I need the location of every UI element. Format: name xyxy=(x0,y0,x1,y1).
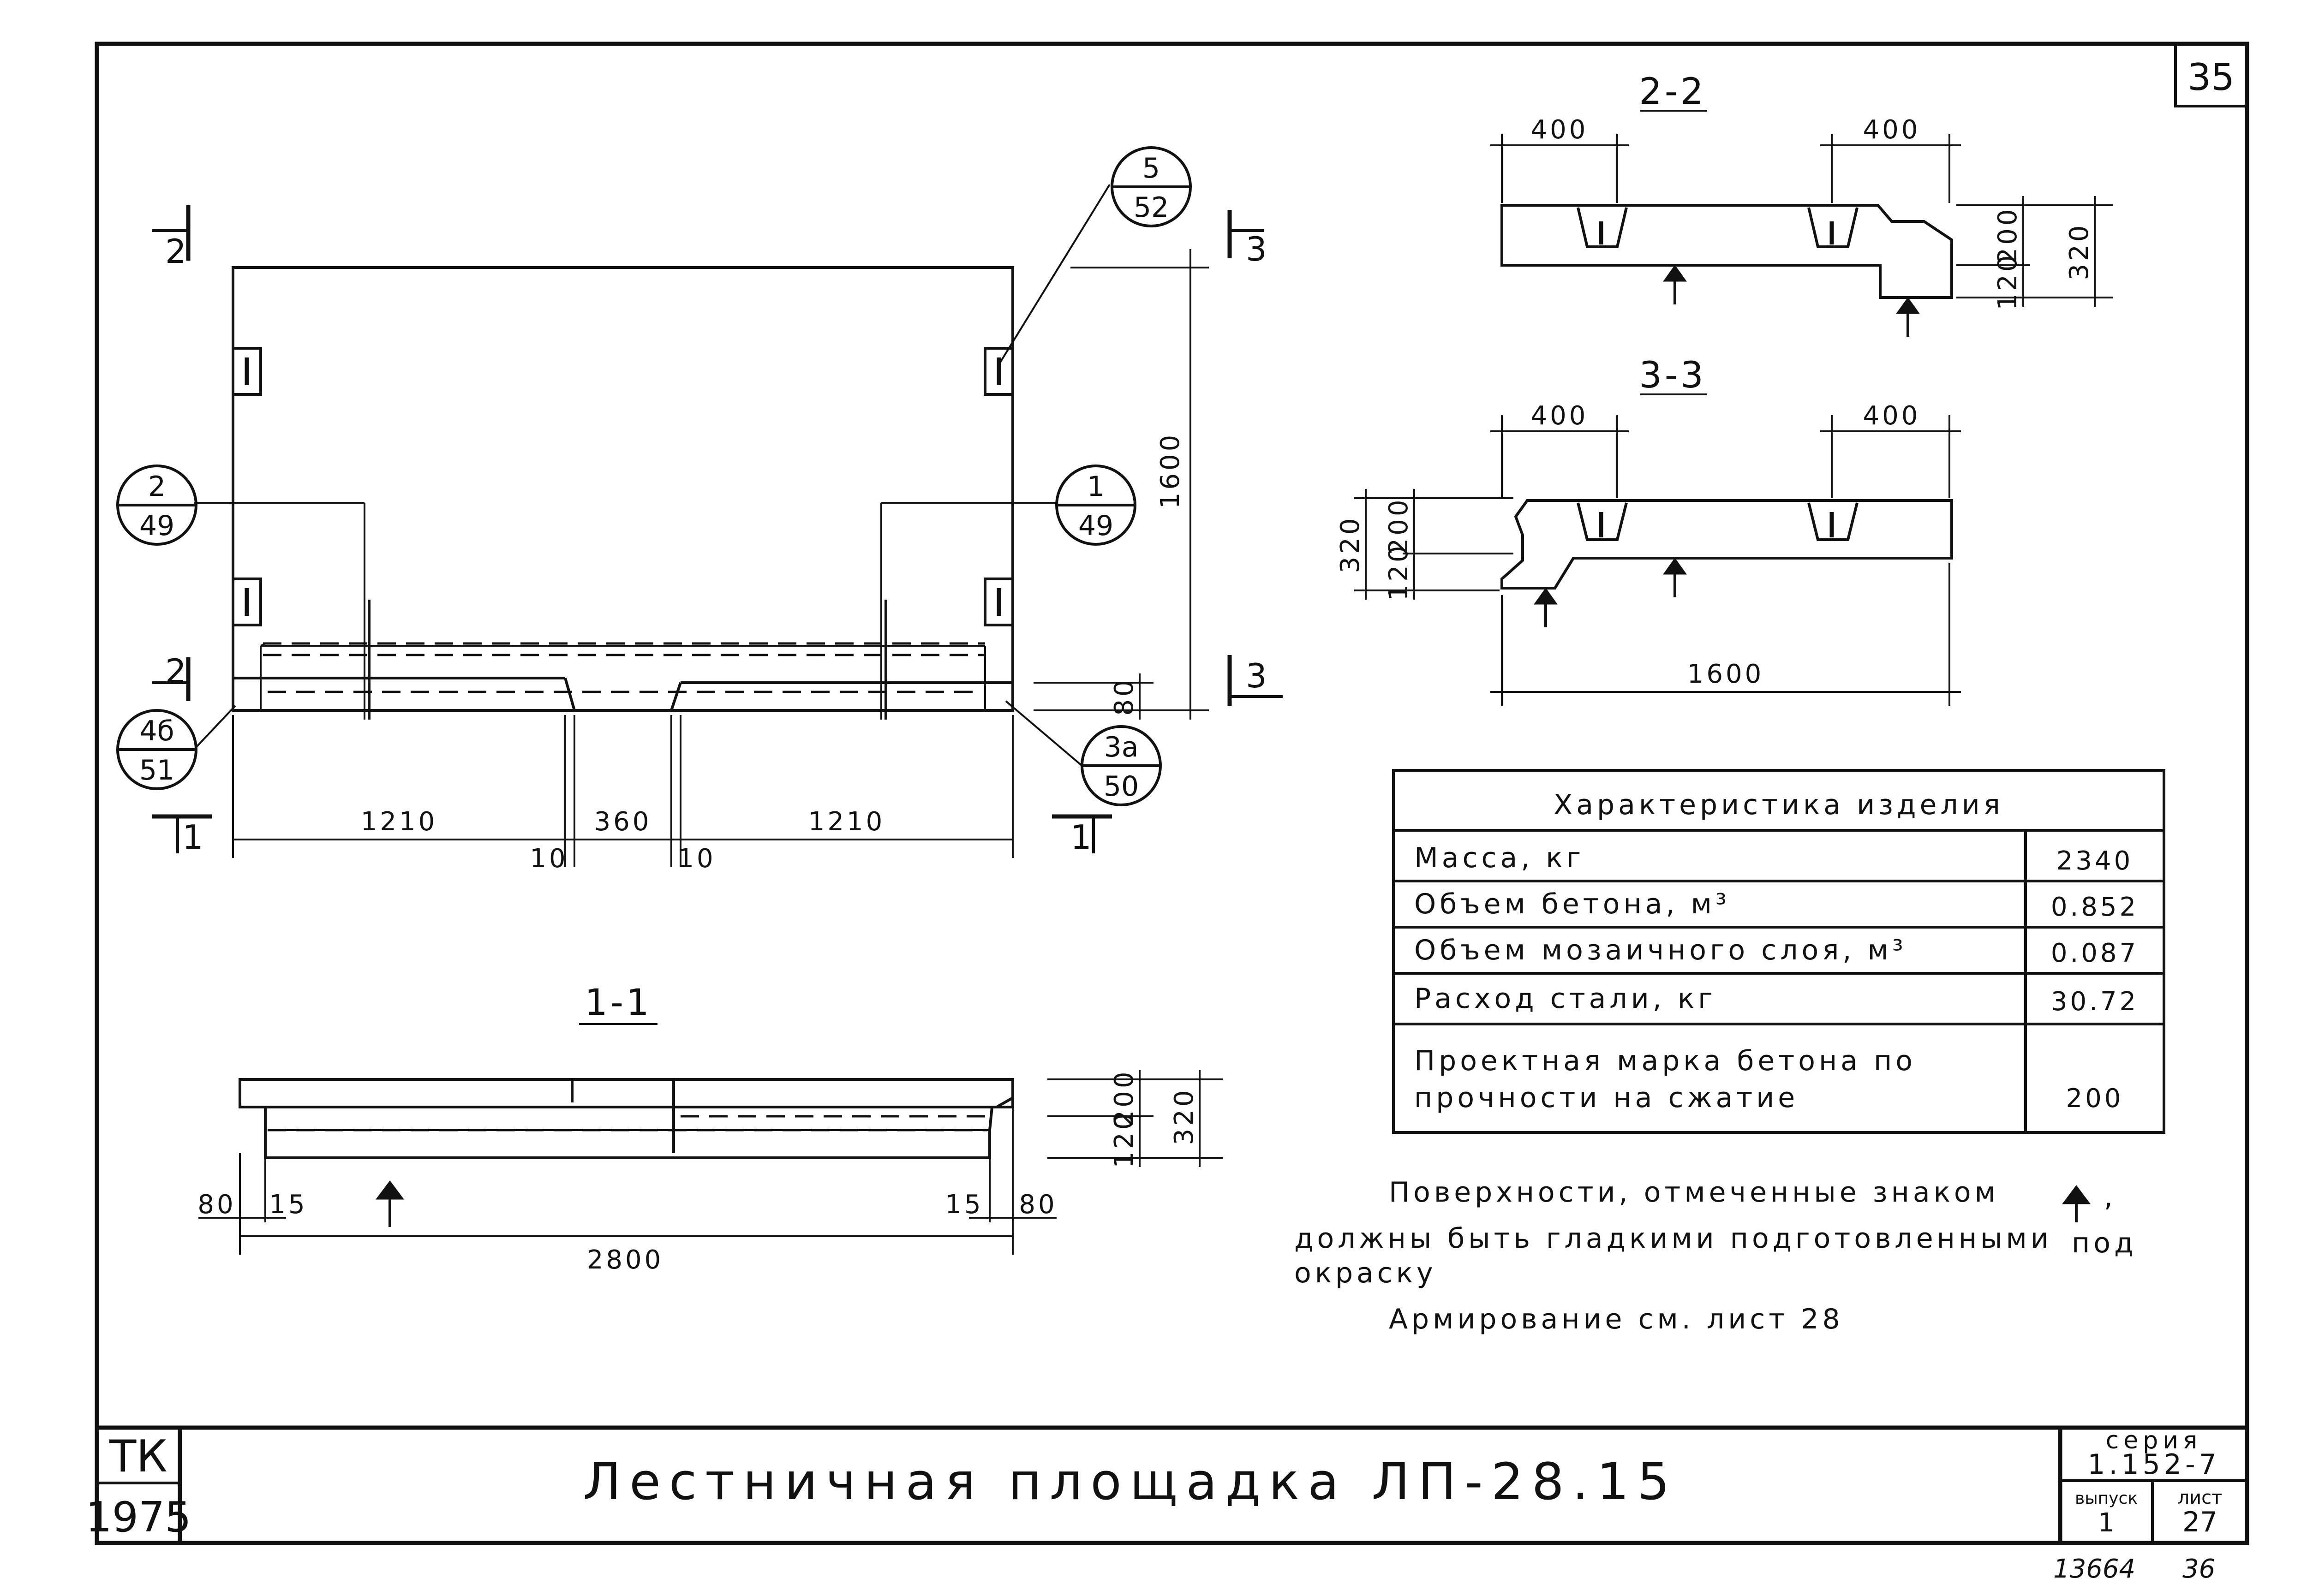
table-row-grade-value: 200 xyxy=(2066,1084,2124,1114)
footer-code: 13664 xyxy=(2053,1554,2135,1584)
s22-dim-120: 120 xyxy=(1993,253,2023,310)
s33-dim-320: 320 xyxy=(1335,516,1365,573)
s22-dim-400-left: 400 xyxy=(1531,115,1589,145)
s11-dim-80-right: 80 xyxy=(1019,1190,1057,1220)
section-mark-2-top: 2 xyxy=(165,232,186,271)
table-row-concrete-label: Объем бетона, м³ xyxy=(1414,888,1730,920)
section-mark-2-bottom: 2 xyxy=(165,652,186,691)
issue-value: 1 xyxy=(2098,1508,2115,1538)
title-block-year: 1975 xyxy=(85,1493,191,1542)
table-row-grade-label: Проектная марка бетона по xyxy=(1414,1045,1916,1077)
sheet-value: 27 xyxy=(2182,1506,2217,1538)
section-1-1-title: 1-1 xyxy=(585,982,651,1024)
plan-section-marks: 2 2 3 3 1 1 xyxy=(152,205,1283,857)
title-block-org: ТК xyxy=(109,1431,167,1482)
sheet-frame xyxy=(95,42,2249,1545)
section-1-1-drawing xyxy=(198,1023,1223,1255)
s11-dim-200: 200 xyxy=(1109,1069,1139,1127)
note-line-4: Армирование см. лист 28 xyxy=(1389,1303,1844,1335)
plan-dim-edge: 80 xyxy=(1109,677,1139,715)
s11-dim-15-left: 15 xyxy=(269,1190,307,1220)
s22-dim-400-right: 400 xyxy=(1863,115,1921,145)
callout-2-49: 2 49 xyxy=(116,465,197,546)
svg-text:49: 49 xyxy=(139,510,174,542)
sheet-label: лист xyxy=(2178,1487,2223,1508)
s33-dim-120: 120 xyxy=(1384,543,1414,601)
series-value: 1.152-7 xyxy=(2087,1448,2220,1481)
svg-text:1: 1 xyxy=(1087,470,1105,503)
notes: Поверхности, отмеченные знаком , должны … xyxy=(1294,1176,2137,1335)
svg-text:3а: 3а xyxy=(1104,731,1139,763)
s11-dim-120: 120 xyxy=(1109,1111,1139,1168)
s11-dim-15-right: 15 xyxy=(945,1190,983,1220)
callout-4b-51: 4б 51 xyxy=(116,709,197,790)
footer-page: 36 xyxy=(2182,1554,2215,1584)
callout-1-49: 1 49 xyxy=(1055,465,1136,546)
svg-text:52: 52 xyxy=(1134,191,1169,224)
section-2-2-drawing xyxy=(1490,110,2113,337)
section-mark-3-bottom: 3 xyxy=(1246,656,1267,695)
section-mark-1-left: 1 xyxy=(182,818,203,857)
plan-dim-gap-right: 10 xyxy=(677,844,716,874)
section-3-3-title: 3-3 xyxy=(1639,355,1706,396)
section-2-2-title: 2-2 xyxy=(1639,71,1706,113)
table-row-mosaic-value: 0.087 xyxy=(2051,938,2139,968)
svg-text:4б: 4б xyxy=(139,715,174,747)
plan-dim-left: 1210 xyxy=(361,807,438,837)
svg-text:49: 49 xyxy=(1078,510,1113,542)
characteristics-table xyxy=(1392,769,2165,1134)
series-label: серия xyxy=(2106,1427,2202,1454)
table-row-grade-label-2: прочности на сжатие xyxy=(1414,1082,1799,1114)
callout-3a-50: 3а 50 xyxy=(1081,725,1162,806)
note-line-3: окраску xyxy=(1294,1257,1437,1289)
s11-dim-2800: 2800 xyxy=(587,1245,664,1275)
note-line-1-tail: , xyxy=(2104,1181,2116,1213)
plan-dimensions xyxy=(232,249,1209,867)
plan-dim-right: 1210 xyxy=(808,807,885,837)
s33-dim-200: 200 xyxy=(1384,497,1414,555)
section-3-3-drawing xyxy=(1354,393,1961,706)
table-row-mass-label: Масса, кг xyxy=(1414,842,1584,874)
note-line-2-tail: под xyxy=(2072,1227,2137,1259)
s33-dim-400-right: 400 xyxy=(1863,401,1921,431)
note-line-1: Поверхности, отмеченные знаком xyxy=(1389,1176,1999,1209)
s11-dim-80-left: 80 xyxy=(197,1190,236,1220)
section-mark-1-right: 1 xyxy=(1070,818,1092,857)
drawing-title: Лестничная площадка ЛП-28.15 xyxy=(583,1452,1678,1511)
plan-dim-middle: 360 xyxy=(594,807,652,837)
table-row-concrete-value: 0.852 xyxy=(2051,892,2139,922)
sheet-corner-number: 35 xyxy=(2187,56,2235,99)
plan-dim-height: 1600 xyxy=(1155,432,1185,509)
note-line-2: должны быть гладкими подготовленными xyxy=(1294,1222,2052,1255)
svg-text:2: 2 xyxy=(148,470,166,503)
s22-dim-320: 320 xyxy=(2064,223,2094,280)
smooth-surface-marker-icon xyxy=(2062,1185,2091,1204)
s33-dim-1600: 1600 xyxy=(1687,659,1764,689)
callout-5-52: 5 52 xyxy=(1111,146,1192,227)
issue-label: выпуск xyxy=(2075,1489,2138,1508)
svg-text:51: 51 xyxy=(139,754,174,786)
s22-dim-200: 200 xyxy=(1993,207,2023,264)
plan-view xyxy=(194,184,1111,767)
table-title: Характеристика изделия xyxy=(1554,789,2004,821)
plan-dim-gap-left: 10 xyxy=(530,844,568,874)
table-row-steel-value: 30.72 xyxy=(2051,987,2139,1017)
section-mark-3-top: 3 xyxy=(1246,230,1267,268)
s33-dim-400-left: 400 xyxy=(1531,401,1589,431)
table-row-steel-label: Расход стали, кг xyxy=(1414,983,1716,1015)
s11-dim-320: 320 xyxy=(1169,1088,1199,1145)
svg-text:5: 5 xyxy=(1142,152,1160,185)
table-row-mass-value: 2340 xyxy=(2056,846,2134,876)
table-row-mosaic-label: Объем мозаичного слоя, м³ xyxy=(1414,934,1907,966)
svg-text:50: 50 xyxy=(1104,770,1139,803)
